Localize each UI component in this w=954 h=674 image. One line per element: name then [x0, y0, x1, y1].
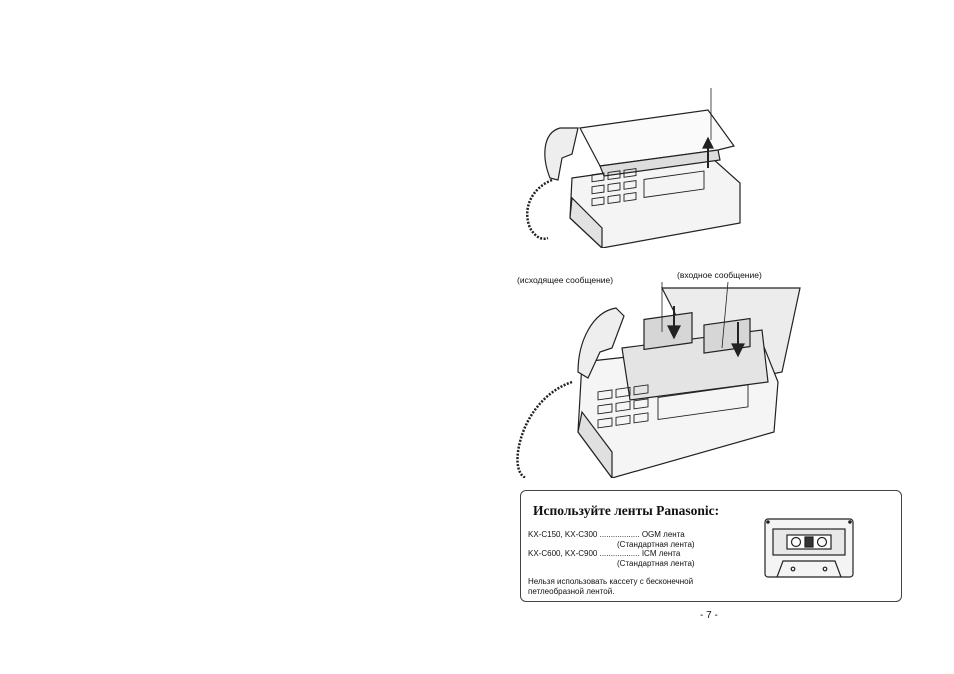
cassette-tape-icon [763, 517, 855, 581]
spec-ogm-sub: (Стандартная лента) [617, 540, 695, 549]
page-number: - 7 - [700, 610, 718, 621]
spec-ogm: KX-C150, KX-C300 .................. OGM … [528, 530, 685, 539]
answering-machine-open-cassettes-icon [512, 282, 812, 478]
tape-info-box: Используйте ленты Panasonic: KX-C150, KX… [520, 490, 902, 602]
warning-text: Нельзя использовать кассету с бесконечно… [528, 577, 748, 597]
answering-machine-closed-icon [512, 88, 748, 248]
info-title: Используйте ленты Panasonic: [533, 503, 719, 519]
spec-icm: KX-C600, KX-C900 .................. ICM … [528, 549, 680, 558]
spec-icm-sub: (Стандартная лента) [617, 559, 695, 568]
icm-label: (входное сообщение) [677, 270, 762, 280]
